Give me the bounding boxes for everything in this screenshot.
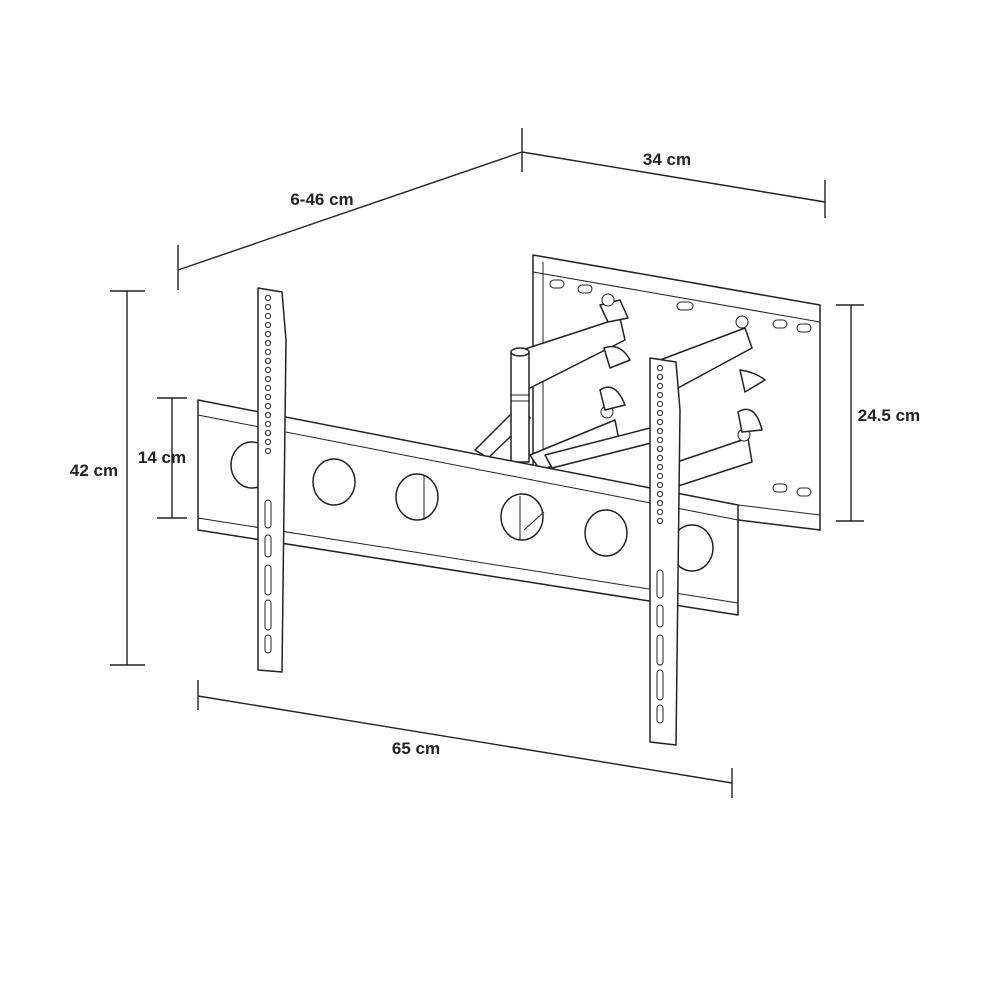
dim-wall-plate-width-label: 34 cm <box>643 150 691 169</box>
rail-slot <box>656 569 664 599</box>
dim-wall-plate-height: 24.5 cm <box>836 304 920 522</box>
vertical-rail-right <box>649 357 681 746</box>
rail-slot <box>656 669 664 701</box>
dim-overall-width: 65 cm <box>197 680 733 798</box>
dim-overall-height: 42 cm <box>70 290 145 666</box>
dim-crossbar-height-label: 14 cm <box>138 448 186 467</box>
rail-hole <box>264 357 272 365</box>
rail-hole <box>264 384 272 392</box>
rail-hole <box>264 447 272 455</box>
rail-hole <box>264 294 272 302</box>
dim-crossbar-height: 14 cm <box>138 397 187 519</box>
rail-hole <box>656 373 664 381</box>
rail-hole <box>656 445 664 453</box>
rail-hole <box>656 382 664 390</box>
rail-hole <box>656 490 664 498</box>
rail-hole <box>264 348 272 356</box>
rail-hole <box>264 321 272 329</box>
dim-overall-height-label: 42 cm <box>70 461 118 480</box>
rail-hole <box>656 463 664 471</box>
rail-hole <box>264 429 272 437</box>
rail-hole <box>264 303 272 311</box>
rail-hole <box>264 438 272 446</box>
tv-crossbar <box>197 399 739 616</box>
rail-slot <box>264 599 272 631</box>
rail-slot <box>264 634 272 654</box>
articulating-arms <box>474 293 766 489</box>
rail-hole <box>656 481 664 489</box>
dim-wall-plate-height-label: 24.5 cm <box>858 406 920 425</box>
rail-hole <box>264 330 272 338</box>
rail-hole <box>656 508 664 516</box>
rail-hole <box>264 411 272 419</box>
rail-hole <box>656 454 664 462</box>
rail-hole <box>264 339 272 347</box>
rail-hole <box>656 418 664 426</box>
rail-slot <box>656 704 664 724</box>
rail-slot <box>656 634 664 666</box>
wall-plate-slots <box>549 279 812 497</box>
crossbar-holes <box>230 441 714 572</box>
rail-hole <box>656 364 664 372</box>
rail-hole <box>264 420 272 428</box>
rail-hole <box>656 499 664 507</box>
dim-overall-width-label: 65 cm <box>392 739 440 758</box>
rail-hole <box>264 312 272 320</box>
dim-wall-plate-width: 34 cm <box>521 150 826 218</box>
rail-hole <box>656 427 664 435</box>
rail-slot <box>264 534 272 558</box>
rail-hole <box>264 366 272 374</box>
rail-hole <box>656 472 664 480</box>
rail-slot <box>264 564 272 596</box>
rail-slot <box>264 499 272 529</box>
rail-hole <box>264 402 272 410</box>
rail-holes-left <box>264 294 272 654</box>
rail-slot <box>656 604 664 628</box>
vertical-rail-left <box>257 287 287 673</box>
dim-extension: 6-46 cm <box>177 128 523 290</box>
dim-extension-label: 6-46 cm <box>290 190 353 209</box>
rail-hole <box>656 436 664 444</box>
rail-hole <box>264 375 272 383</box>
rail-holes-right <box>656 364 664 724</box>
rail-hole <box>656 400 664 408</box>
rail-hole <box>656 391 664 399</box>
rail-hole <box>656 517 664 525</box>
rail-hole <box>264 393 272 401</box>
rail-hole <box>656 409 664 417</box>
